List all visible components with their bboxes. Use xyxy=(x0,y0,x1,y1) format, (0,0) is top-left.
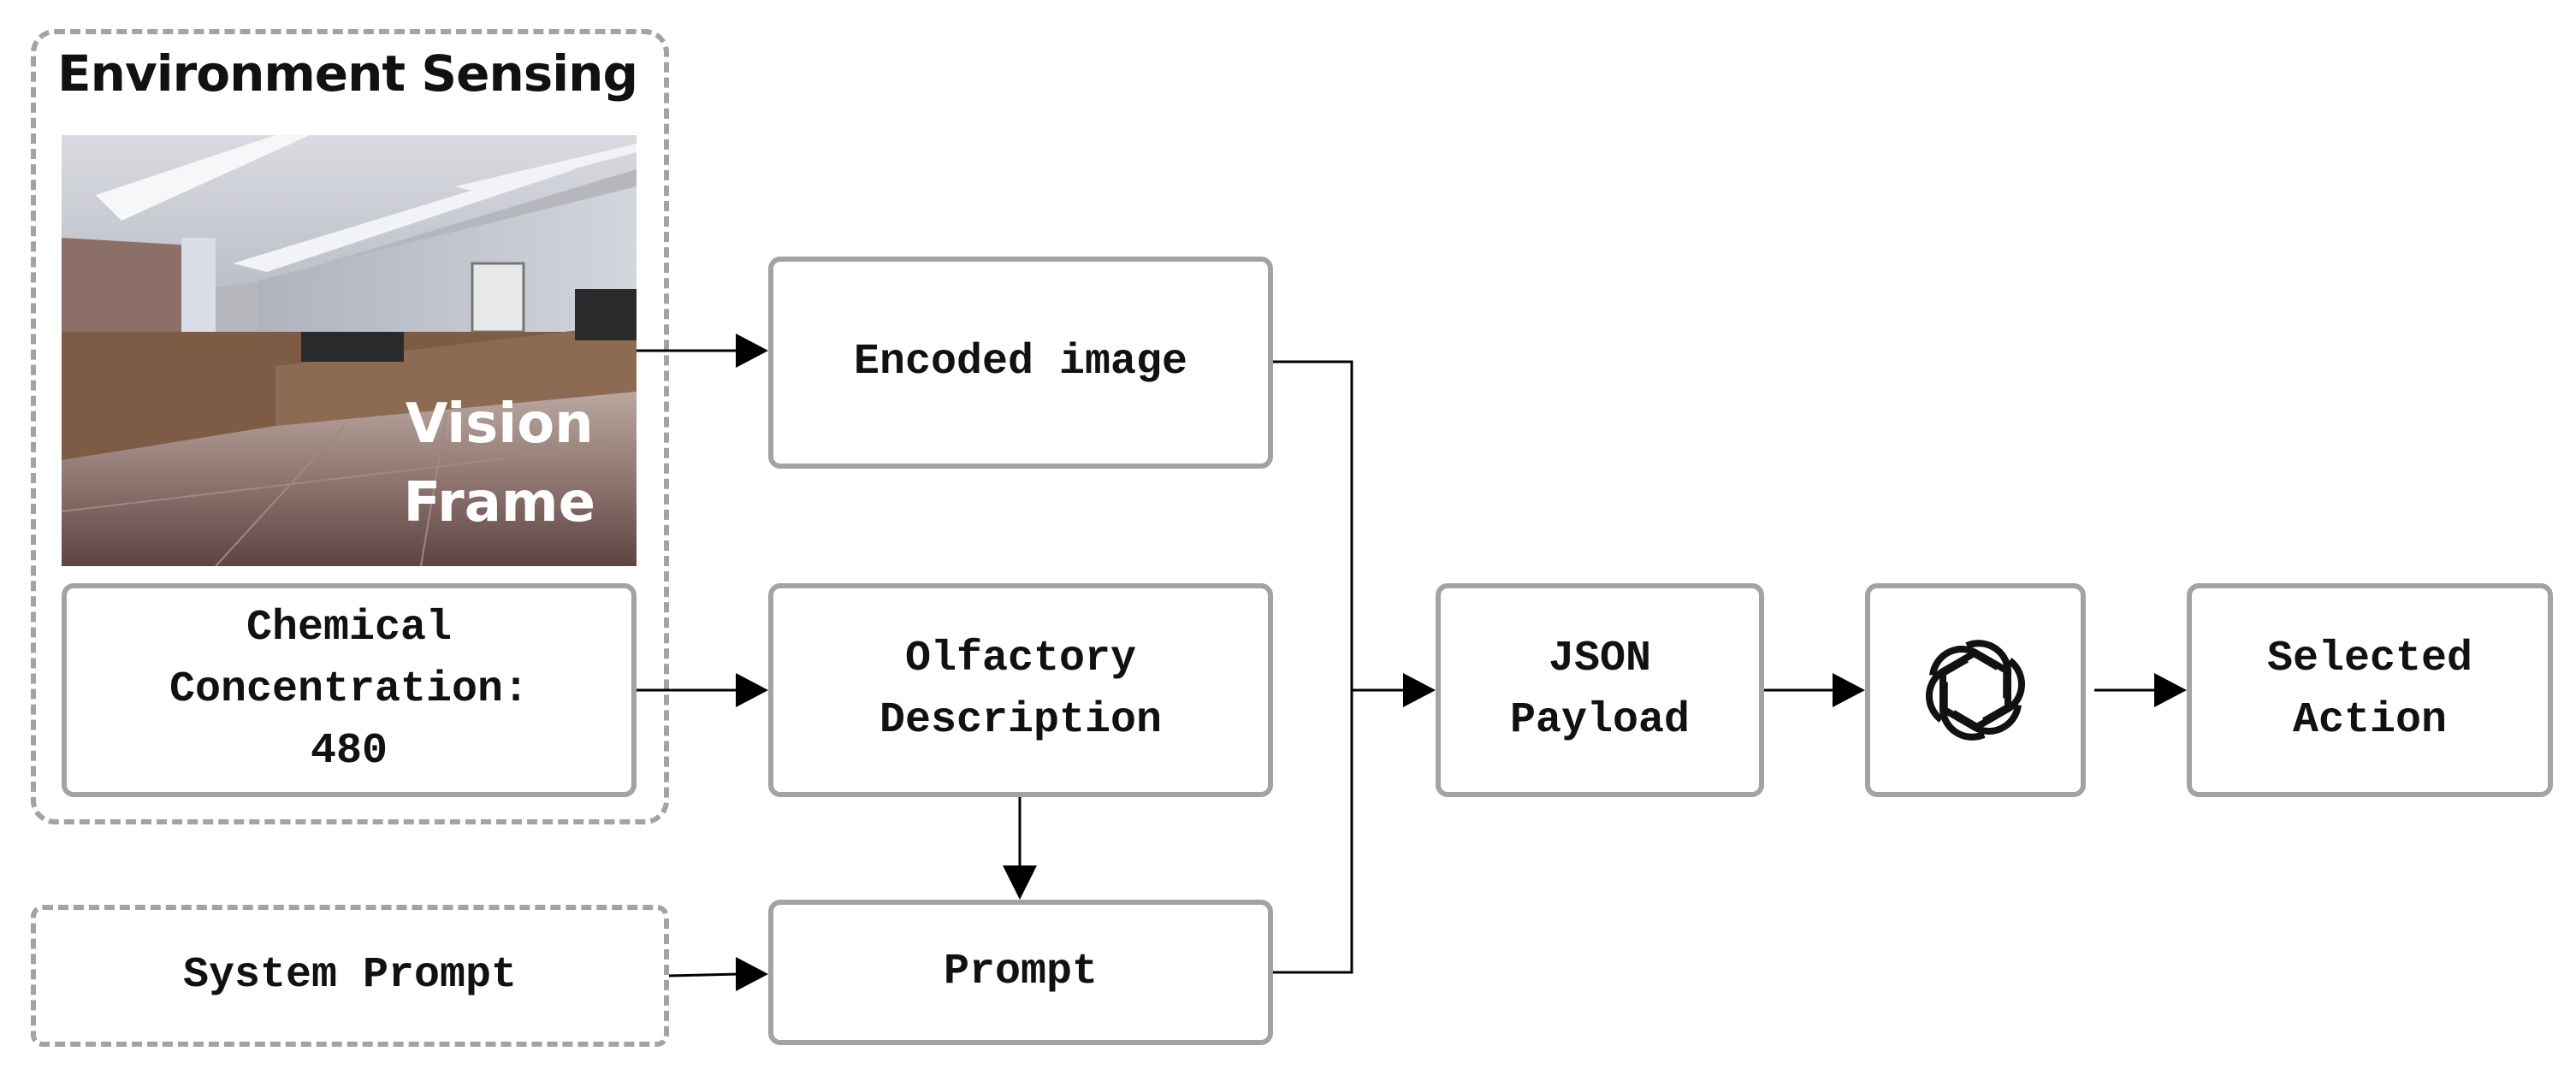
encoded-image-box: Encoded image xyxy=(768,257,1273,469)
json-payload-box: JSON Payload xyxy=(1436,583,1764,797)
edge-encoded-to-bus xyxy=(1273,360,1353,974)
arrowhead xyxy=(2154,673,2187,707)
vision-frame-caption: Vision Frame xyxy=(403,393,595,534)
arrowhead xyxy=(1403,673,1436,707)
edge-system-to-prompt xyxy=(668,972,740,977)
arrowhead xyxy=(736,957,768,991)
arrowhead xyxy=(736,334,768,368)
vision-frame-image: Vision Frame xyxy=(62,135,637,566)
arrowhead xyxy=(736,673,768,707)
language-model-box xyxy=(1865,583,2086,797)
arrowhead xyxy=(1833,673,1865,707)
system-prompt-label: System Prompt xyxy=(182,951,518,1000)
arrowhead xyxy=(1003,865,1037,900)
openai-logo-icon xyxy=(1916,630,2035,750)
olfactory-description-box: Olfactory Description xyxy=(768,583,1273,797)
chemical-concentration-box: Chemical Concentration: 480 xyxy=(62,583,637,797)
environment-sensing-title: Environment Sensing xyxy=(57,44,638,103)
prompt-box: Prompt xyxy=(768,900,1273,1045)
selected-action-box: Selected Action xyxy=(2187,583,2553,797)
system-prompt-box: System Prompt xyxy=(31,905,669,1047)
environment-sensing-group xyxy=(31,29,669,824)
